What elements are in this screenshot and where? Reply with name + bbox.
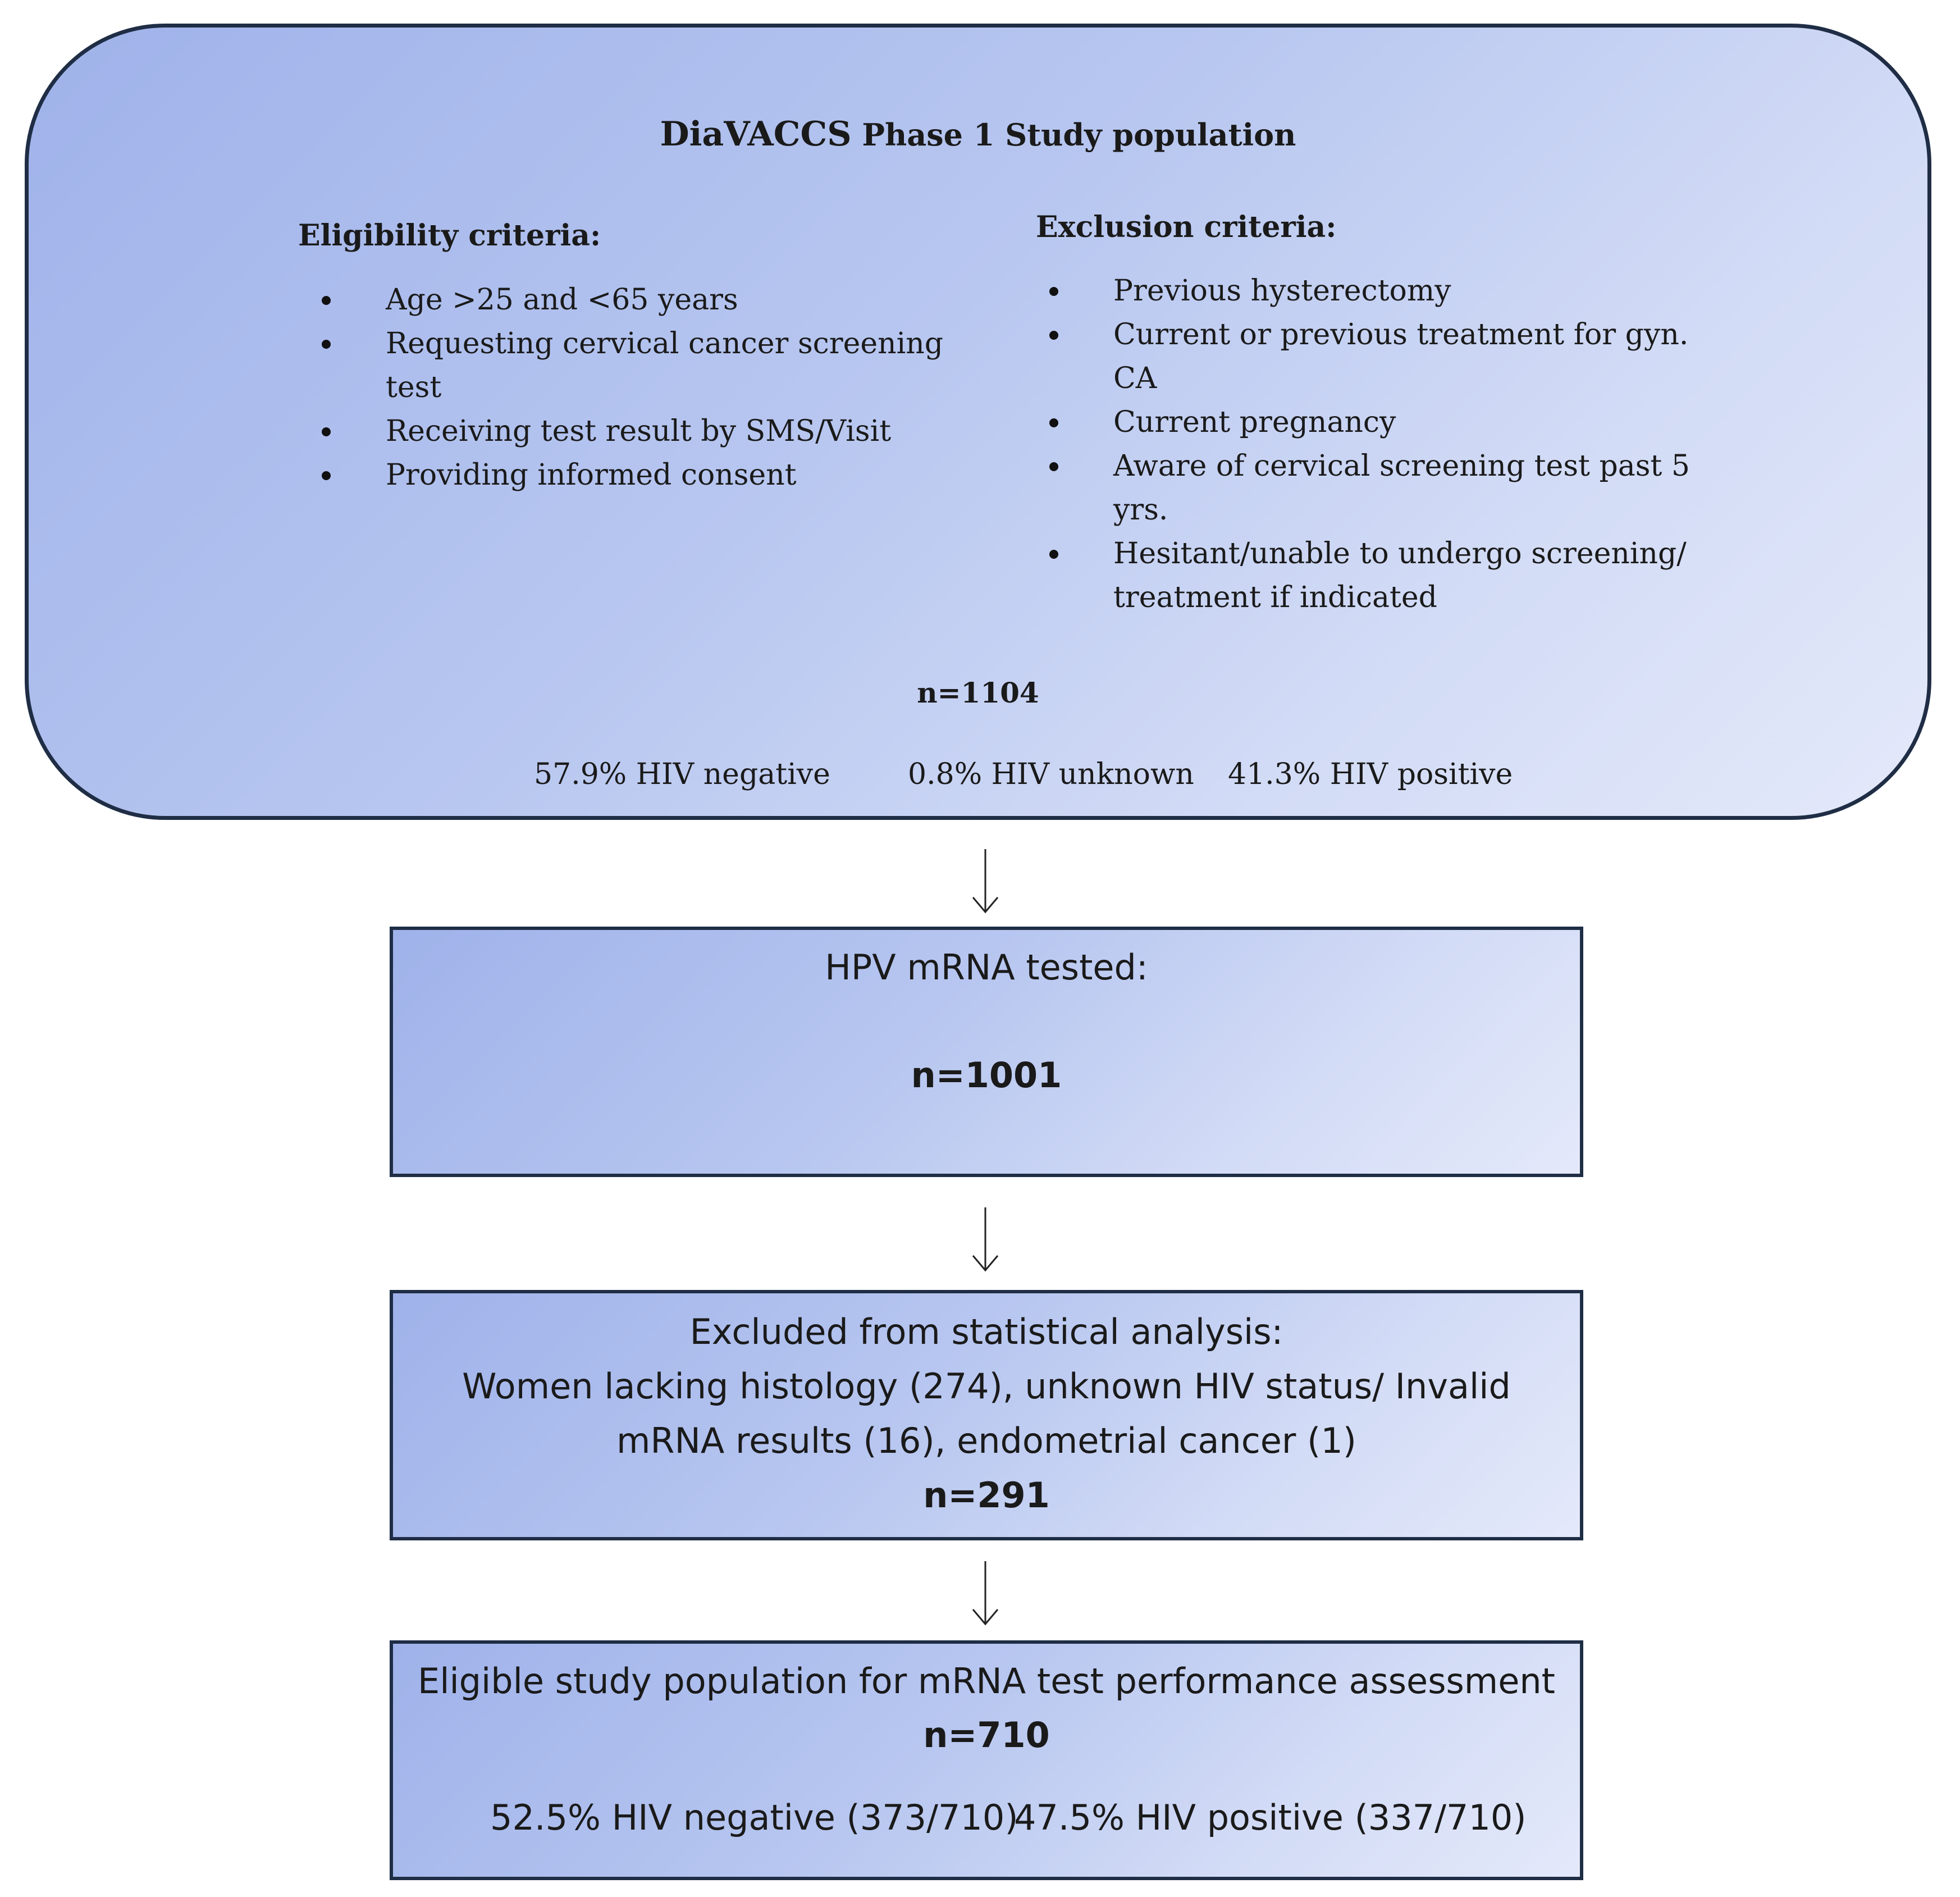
- excluded-title: Excluded from statistical analysis:: [689, 1311, 1283, 1352]
- hiv-unknown-percent: 0.8% HIV unknown: [908, 758, 1194, 791]
- eligibility-item: Age >25 and <65 years: [313, 278, 953, 322]
- hpv-tested-title: HPV mRNA tested:: [825, 947, 1148, 988]
- exclusion-item-continued: yrs.: [1113, 493, 1168, 527]
- arrow-down-icon: [972, 1561, 999, 1626]
- hpv-tested-count: n=1001: [911, 1055, 1062, 1096]
- exclusion-item: Current or previous treatment for gyn.: [1040, 313, 1714, 357]
- hpv-tested-box: HPV mRNA tested: n=1001: [390, 927, 1583, 1177]
- excluded-reasons-line-2: mRNA results (16), endometrial cancer (1…: [616, 1420, 1356, 1461]
- excluded-count: n=291: [923, 1475, 1050, 1516]
- eligible-title: Eligible study population for mRNA test …: [418, 1661, 1555, 1702]
- eligible-count: n=710: [923, 1714, 1050, 1755]
- exclusion-criteria-heading: Exclusion criteria:: [1036, 210, 1337, 244]
- excluded-reasons-line-1: Women lacking histology (274), unknown H…: [462, 1366, 1511, 1407]
- exclusion-item-continued: CA: [1113, 362, 1157, 395]
- eligible-hiv-negative: 52.5% HIV negative (373/710): [490, 1797, 1018, 1838]
- eligibility-criteria-heading: Eligibility criteria:: [298, 218, 601, 253]
- eligibility-criteria-list: Age >25 and <65 years Requesting cervica…: [313, 278, 953, 497]
- eligibility-item-continued: test: [386, 371, 442, 404]
- eligibility-item: Providing informed consent: [313, 453, 953, 497]
- eligibility-item: Receiving test result by SMS/Visit: [313, 409, 953, 453]
- eligibility-item: Requesting cervical cancer screening: [313, 322, 953, 366]
- exclusion-item: Hesitant/unable to undergo screening/: [1040, 532, 1714, 576]
- exclusion-item-continued: treatment if indicated: [1113, 581, 1437, 614]
- study-population-title: DiaVACCS Phase 1 Study population: [29, 115, 1927, 154]
- exclusion-item: Aware of cervical screening test past 5: [1040, 444, 1714, 488]
- hiv-positive-percent: 41.3% HIV positive: [1228, 758, 1513, 791]
- eligible-hiv-positive: 47.5% HIV positive (337/710): [1014, 1797, 1527, 1838]
- study-population-title-suffix: Phase 1 Study population: [851, 117, 1296, 153]
- exclusion-item: Current pregnancy: [1040, 400, 1714, 444]
- exclusion-criteria-list: Previous hysterectomy Current or previou…: [1040, 269, 1714, 619]
- arrow-down-icon: [972, 1207, 999, 1272]
- study-population-count: n=1104: [917, 676, 1039, 709]
- eligible-population-box: Eligible study population for mRNA test …: [390, 1640, 1583, 1880]
- study-population-box: DiaVACCS Phase 1 Study population Eligib…: [25, 24, 1931, 820]
- exclusion-item: Previous hysterectomy: [1040, 269, 1714, 313]
- arrow-down-icon: [972, 849, 999, 914]
- excluded-box: Excluded from statistical analysis: Wome…: [390, 1290, 1583, 1540]
- study-name: DiaVACCS: [660, 115, 852, 154]
- hiv-negative-percent: 57.9% HIV negative: [534, 758, 830, 791]
